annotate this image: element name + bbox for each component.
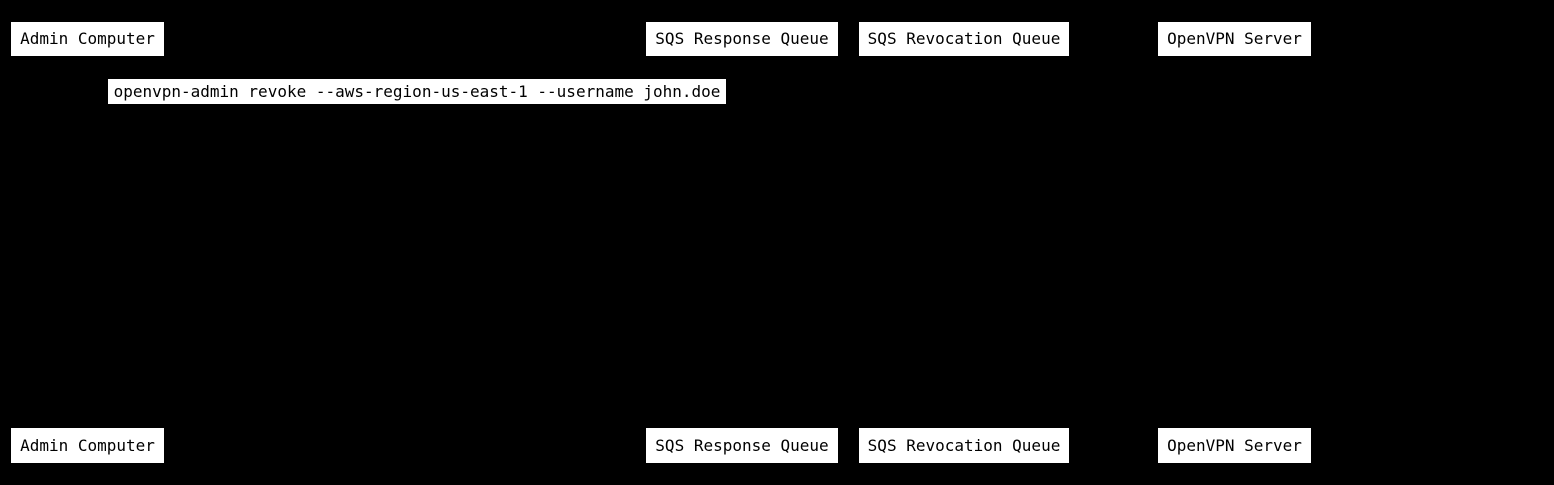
participant-sqs-revocation-queue-bottom: SQS Revocation Queue xyxy=(859,428,1069,463)
lifeline-admin-computer xyxy=(87,56,88,428)
lifeline-sqs-response-queue xyxy=(742,56,743,428)
participant-sqs-response-queue-top: SQS Response Queue xyxy=(646,22,838,56)
participant-sqs-revocation-queue-top: SQS Revocation Queue xyxy=(859,22,1069,56)
participant-sqs-response-queue-bottom: SQS Response Queue xyxy=(646,428,838,463)
lifeline-openvpn-server xyxy=(1234,56,1235,428)
participant-openvpn-server-top: OpenVPN Server xyxy=(1158,22,1311,56)
participant-admin-computer-top: Admin Computer xyxy=(11,22,164,56)
lifeline-sqs-revocation-queue xyxy=(964,56,965,428)
participant-openvpn-server-bottom: OpenVPN Server xyxy=(1158,428,1311,463)
participant-admin-computer-bottom: Admin Computer xyxy=(11,428,164,463)
message-label-revoke-command: openvpn-admin revoke --aws-region-us-eas… xyxy=(108,79,726,104)
